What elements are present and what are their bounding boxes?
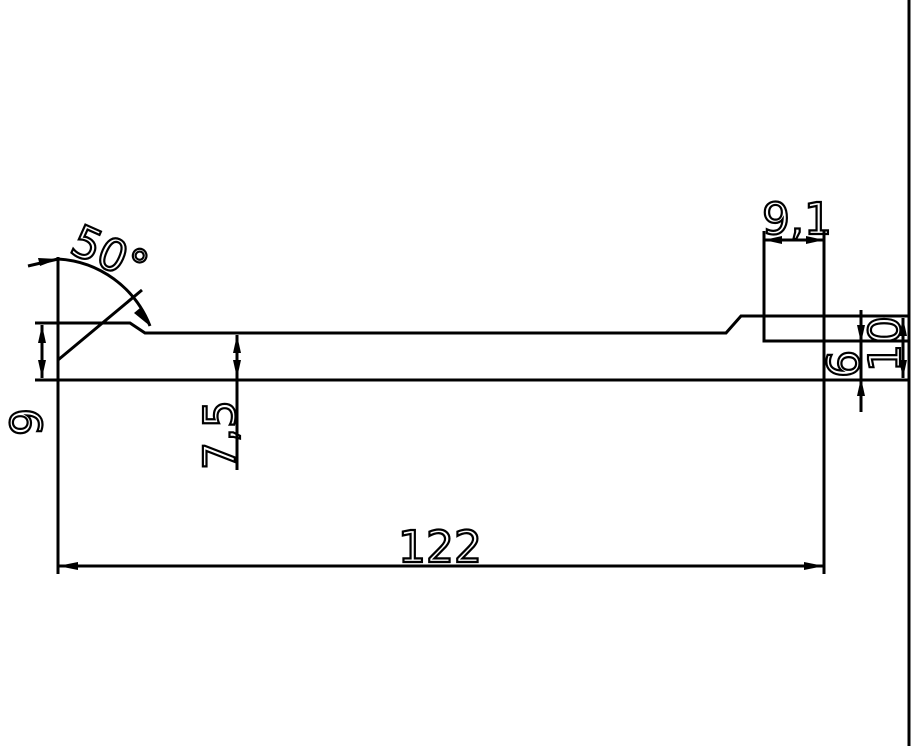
right-outer-height-label: 10: [860, 316, 911, 372]
dimension-step-width: 9,1: [761, 193, 833, 316]
right-inner-height-label: 6: [819, 350, 870, 378]
dimension-left-height: 9: [1, 325, 54, 437]
profile-outline: [35, 231, 909, 574]
step-width-label: 9,1: [762, 194, 832, 245]
inner-height-label: 7,5: [195, 400, 246, 470]
dimension-right-outer-height: 10: [859, 315, 911, 378]
svg-text:50°: 50°: [64, 215, 156, 293]
dimension-inner-height: 7,5: [194, 335, 247, 471]
angle-label: 50°: [62, 214, 156, 295]
dimension-overall-length: 122: [58, 521, 824, 574]
left-height-label: 9: [2, 408, 53, 436]
overall-length-label: 122: [398, 522, 482, 573]
angle-dimension: 50°: [27, 214, 157, 574]
dimension-right-inner-height: 6: [818, 310, 871, 412]
